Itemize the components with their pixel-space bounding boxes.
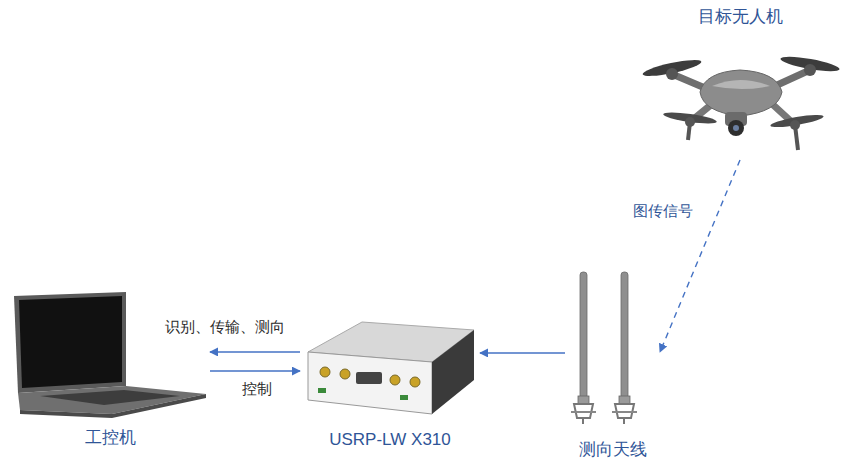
connector-arrow	[480, 352, 565, 353]
connector-arrow	[210, 370, 300, 372]
node-caption: USRP-LW X310	[329, 430, 451, 450]
antenna-picture	[571, 272, 637, 424]
device-node: USRP-LW X310	[300, 318, 480, 452]
node-caption: 工控机	[85, 428, 136, 448]
antenna-node: 测向天线	[565, 268, 660, 462]
edge-label: 识别、传输、测向	[163, 318, 287, 336]
computer-node: 工控机	[10, 288, 210, 450]
edge-label: 控制	[240, 380, 274, 398]
node-caption: 目标无人机	[698, 7, 783, 27]
drone-node: 目标无人机	[640, 5, 840, 160]
drone-picture	[642, 54, 841, 150]
connector-arrow	[210, 351, 300, 352]
connector-arrow	[660, 160, 740, 352]
edge-label: 图传信号	[631, 202, 695, 220]
laptop-picture	[14, 292, 206, 418]
node-caption: 测向天线	[579, 440, 647, 460]
usrp-picture	[308, 322, 474, 414]
